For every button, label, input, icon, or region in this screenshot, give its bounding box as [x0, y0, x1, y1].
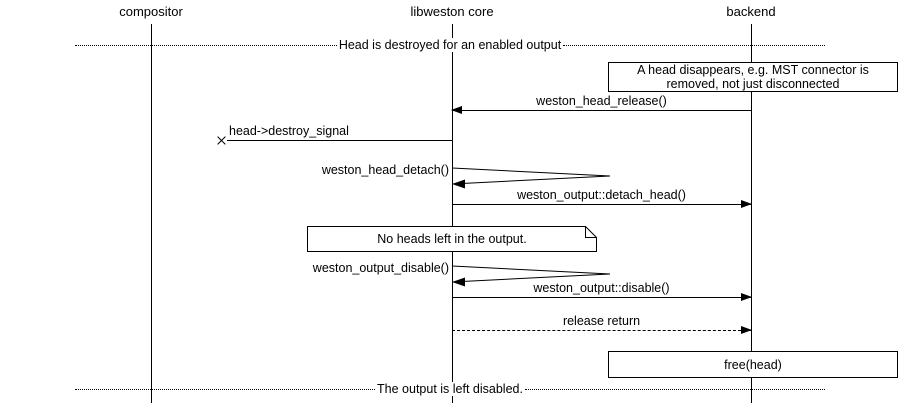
- message-weston-output-detach-head: weston_output::detach_head(): [452, 188, 752, 208]
- self-message-label-weston-head-detach: weston_head_detach(): [321, 163, 449, 177]
- note-no-heads-left-text: No heads left in the output.: [377, 232, 527, 246]
- lifeline-libweston-core: [452, 24, 453, 403]
- participant-label-backend: backend: [726, 4, 776, 19]
- self-message-loop-icon: [451, 167, 611, 189]
- message-label-weston-output-detach-head: weston_output::detach_head(): [517, 188, 686, 202]
- message-label-release-return: release return: [562, 314, 641, 328]
- arrowhead-left-icon: [451, 106, 462, 114]
- note-folded-corner-icon: [307, 226, 597, 252]
- message-release-return: release return: [452, 314, 752, 334]
- arrowhead-right-icon: [741, 293, 752, 301]
- self-message-label-weston-output-disable: weston_output_disable(): [312, 261, 449, 275]
- lifeline-backend: [751, 24, 752, 403]
- divider-dash-left: [75, 388, 376, 390]
- message-head-destroy-signal: head->destroy_signal: [227, 124, 452, 141]
- arrowhead-right-icon: [741, 326, 752, 334]
- note-free-head-text: free(head): [724, 357, 782, 372]
- participant-label-libweston-core: libweston core: [410, 4, 494, 19]
- message-line: [452, 330, 751, 331]
- message-label-head-destroy-signal: head->destroy_signal: [229, 124, 349, 138]
- lifeline-compositor: [151, 24, 152, 403]
- self-message-weston-output-disable: weston_output_disable(): [313, 261, 612, 287]
- message-line: [452, 297, 751, 298]
- divider-head-destroyed: Head is destroyed for an enabled output: [75, 38, 826, 52]
- message-weston-output-disable-call: weston_output::disable(): [452, 281, 752, 301]
- note-free-head: free(head): [608, 351, 898, 378]
- divider-dash-right: [524, 388, 825, 390]
- self-message-loop-icon: [451, 265, 611, 287]
- divider-label-head-destroyed: Head is destroyed for an enabled output: [336, 38, 564, 52]
- message-label-weston-output-disable-call: weston_output::disable(): [533, 281, 670, 295]
- message-line: [452, 204, 751, 205]
- arrowhead-right-icon: [741, 200, 752, 208]
- lost-message-x-icon: [216, 134, 227, 145]
- message-line: [227, 140, 452, 141]
- note-no-heads-left: No heads left in the output.: [307, 226, 597, 252]
- divider-label-output-left-disabled: The output is left disabled.: [375, 382, 525, 396]
- note-head-disappears-text: A head disappears, e.g. MST connector is…: [637, 63, 869, 91]
- divider-dash-left: [75, 44, 337, 46]
- message-weston-head-release: weston_head_release(): [451, 94, 751, 114]
- message-line: [452, 110, 751, 111]
- participant-label-compositor: compositor: [119, 4, 183, 19]
- divider-output-left-disabled: The output is left disabled.: [75, 382, 825, 396]
- divider-dash-right: [563, 44, 826, 46]
- note-head-disappears: A head disappears, e.g. MST connector is…: [608, 62, 898, 92]
- message-label-weston-head-release: weston_head_release(): [536, 94, 667, 108]
- self-message-weston-head-detach: weston_head_detach(): [322, 163, 612, 189]
